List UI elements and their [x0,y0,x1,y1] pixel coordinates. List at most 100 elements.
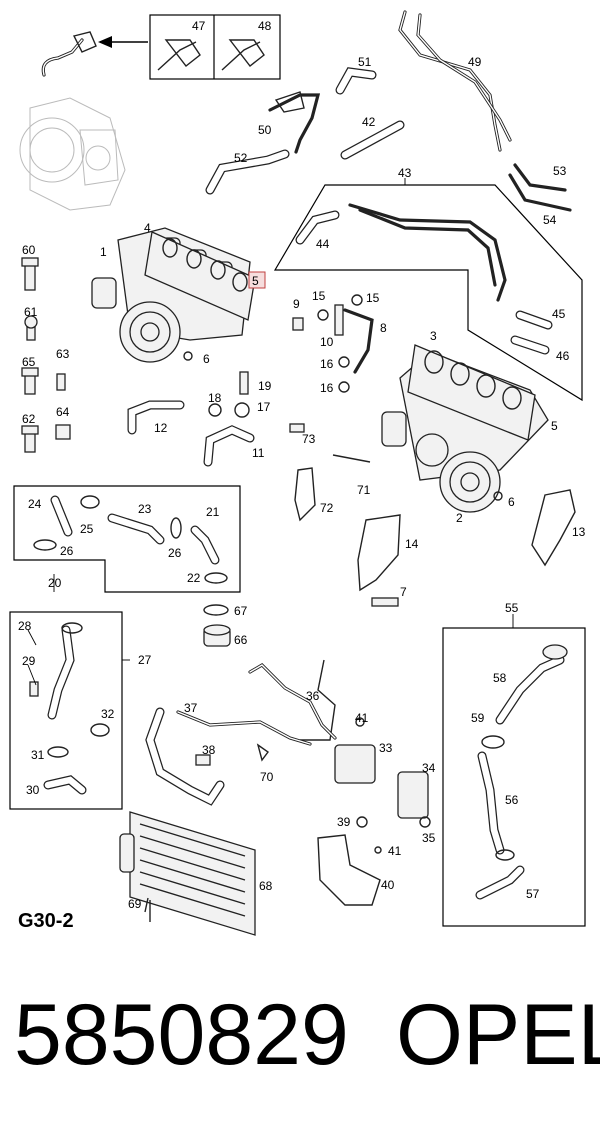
callout-38: 38 [202,743,216,757]
intercooler-68 [119,811,256,936]
callout-68: 68 [259,879,273,893]
parts-66-67 [203,604,231,647]
callout-4: 4 [144,221,151,235]
callout-11: 11 [252,446,265,460]
callout-16-b: 16 [320,381,334,395]
callout-5-b: 5 [551,419,558,433]
callout-21: 21 [206,505,220,519]
callout-6-b: 6 [508,495,515,509]
callout-41-a: 41 [355,711,369,725]
callout-27: 27 [138,653,152,667]
callout-41-b: 41 [388,844,402,858]
callout-24: 24 [28,497,42,511]
callout-31: 31 [31,748,45,762]
diagram-code: G30-2 [18,910,74,932]
callout-56: 56 [505,793,519,807]
brand-name: OPEL [396,987,600,1083]
callout-53: 53 [553,164,567,178]
callout-26-b: 26 [168,546,182,560]
callout-17: 17 [257,400,271,414]
callout-36: 36 [306,689,320,703]
callout-23: 23 [138,502,152,516]
callout-20: 20 [48,576,62,590]
callout-47: 47 [192,19,206,33]
callout-35: 35 [422,831,436,845]
callout-50: 50 [258,123,272,137]
callout-15-a: 15 [312,289,326,303]
callout-55: 55 [505,601,519,615]
callout-39: 39 [337,815,351,829]
leader-lines [27,178,514,686]
callout-5-highlighted: 5 [252,274,259,288]
callout-8: 8 [380,321,387,335]
callout-33: 33 [379,741,393,755]
callout-labels: 47 48 49 51 42 50 52 53 43 54 44 4 1 60 … [18,19,586,911]
callout-22: 22 [187,571,201,585]
engine-outline [19,97,126,211]
left-bolts [21,257,71,453]
callout-16-a: 16 [320,357,334,371]
callout-58: 58 [493,671,507,685]
part-43-group [273,184,583,402]
callout-65: 65 [22,355,36,369]
callout-12: 12 [154,421,168,435]
callout-60: 60 [22,243,36,257]
callout-73: 73 [302,432,316,446]
callout-19: 19 [258,379,272,393]
callout-49: 49 [468,55,482,69]
brackets [300,489,576,741]
callout-45: 45 [552,307,566,321]
charge-air-hoses [145,662,431,906]
callout-44: 44 [316,237,330,251]
callout-57: 57 [526,887,540,901]
callout-43: 43 [398,166,412,180]
callout-46: 46 [556,349,570,363]
callout-67: 67 [234,604,248,618]
callout-18: 18 [208,391,222,405]
callout-40: 40 [381,878,395,892]
callout-6-a: 6 [203,352,210,366]
callout-48: 48 [258,19,272,33]
callout-10: 10 [320,335,334,349]
gasket-4 [144,231,256,321]
callout-63: 63 [56,347,70,361]
gasket-3 [407,344,536,441]
callout-26-a: 26 [60,544,74,558]
callout-32: 32 [101,707,115,721]
callout-14: 14 [405,537,419,551]
part-47-48-inset [41,14,281,80]
callout-37: 37 [184,701,198,715]
callout-62: 62 [22,412,36,426]
callout-3: 3 [430,329,437,343]
callout-59: 59 [471,711,485,725]
callout-66: 66 [234,633,248,647]
group-box-27 [9,611,123,810]
callout-61: 61 [24,305,38,319]
callout-2: 2 [456,511,463,525]
callout-15-b: 15 [366,291,380,305]
group-box-20 [13,485,241,593]
turbocharger-exploded-diagram: 47 48 49 51 42 50 52 53 43 54 44 4 1 60 … [9,10,586,936]
callout-54: 54 [543,213,557,227]
oil-feed-lines [205,10,572,212]
callout-13: 13 [572,525,586,539]
callout-7: 7 [400,585,407,599]
callout-64: 64 [56,405,70,419]
callout-42: 42 [362,115,376,129]
callout-30: 30 [26,783,40,797]
callout-51: 51 [358,55,372,69]
callout-1: 1 [100,245,107,259]
callout-9: 9 [293,297,300,311]
callout-52: 52 [234,151,248,165]
group-box-55 [442,627,586,927]
callout-34: 34 [422,761,436,775]
misc-small-parts [127,294,503,522]
part-number: 5850829 [14,987,349,1083]
callout-69: 69 [128,897,142,911]
callout-29: 29 [22,654,36,668]
callout-25: 25 [80,522,94,536]
highlighted-callout-box [248,271,266,289]
callout-72: 72 [320,501,334,515]
callout-28: 28 [18,619,32,633]
callout-71: 71 [357,483,371,497]
